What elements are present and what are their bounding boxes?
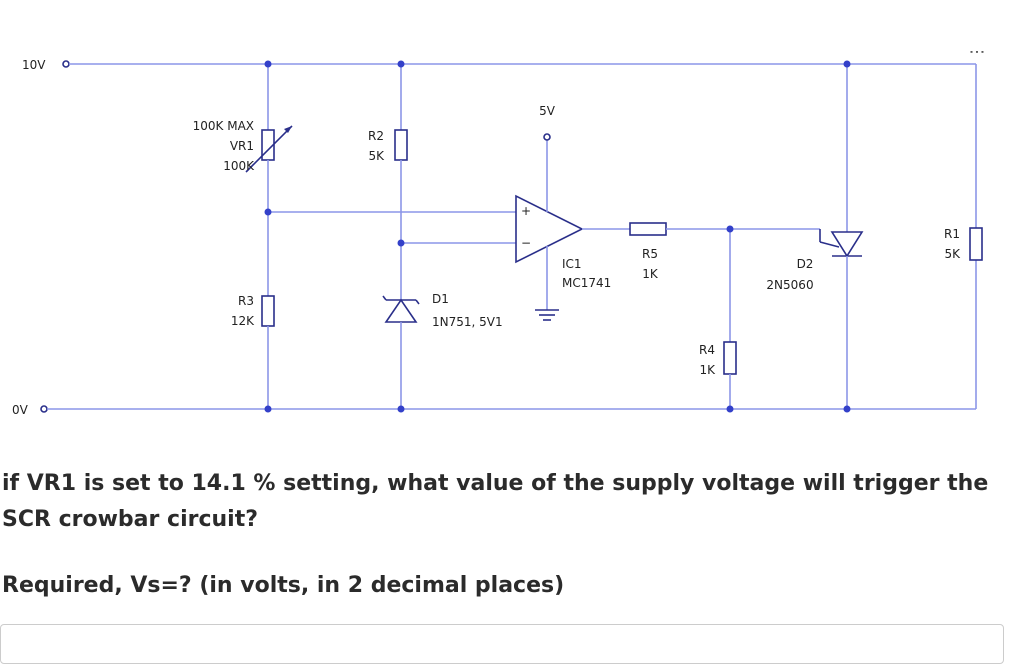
ic1-supply-label: 5V (539, 104, 556, 118)
answer-input-box[interactable] (0, 624, 1004, 664)
vr1-name-label: VR1 (230, 139, 254, 153)
rail-bottom-label: 0V (12, 403, 29, 417)
ic1-name-label: IC1 (562, 257, 582, 271)
r3-value-label: 12K (231, 314, 255, 328)
r2-name-label: R2 (368, 129, 384, 143)
d1-part-label: 1N751, 5V1 (432, 315, 503, 329)
r3-name-label: R3 (238, 294, 254, 308)
r5-resistor (582, 222, 820, 236)
r4-branch (723, 229, 737, 409)
rail-top-label: 10V (22, 58, 46, 72)
opamp-input-wires (268, 211, 516, 244)
bottom-rail (40, 260, 977, 413)
vr1-branch (245, 64, 293, 409)
ic1-opamp (515, 133, 584, 321)
d2-name-label: D2 (797, 257, 814, 271)
r1-name-label: R1 (944, 227, 960, 241)
d1-name-label: D1 (432, 292, 449, 306)
r1-value-label: 5K (944, 247, 961, 261)
r2-d1-branch (382, 64, 420, 409)
r5-value-label: 1K (642, 267, 659, 281)
circuit-diagram: 10V 0V 100K MAX VR1 100K R3 12K R2 5K D1… (12, 44, 987, 417)
ic1-part-label: MC1741 (562, 276, 611, 290)
required-text: Required, Vs=? (in volts, in 2 decimal p… (2, 573, 565, 598)
vr1-max-label: 100K MAX (193, 119, 254, 133)
r2-value-label: 5K (368, 149, 385, 163)
top-rail (62, 60, 977, 228)
r5-name-label: R5 (642, 247, 658, 261)
vr1-value-label: 100K (223, 159, 255, 173)
r4-name-label: R4 (699, 343, 715, 357)
d2-part-label: 2N5060 (766, 278, 813, 292)
question-text: if VR1 is set to 14.1 % setting, what va… (2, 471, 989, 532)
d2-scr (819, 64, 864, 409)
junction-dots (264, 60, 851, 413)
ic1-minus-label: − (521, 236, 531, 250)
more-options-icon[interactable]: ⋮ (968, 44, 987, 60)
r1-resistor (969, 227, 983, 261)
ic1-plus-label: + (521, 204, 531, 218)
r4-value-label: 1K (699, 363, 716, 377)
